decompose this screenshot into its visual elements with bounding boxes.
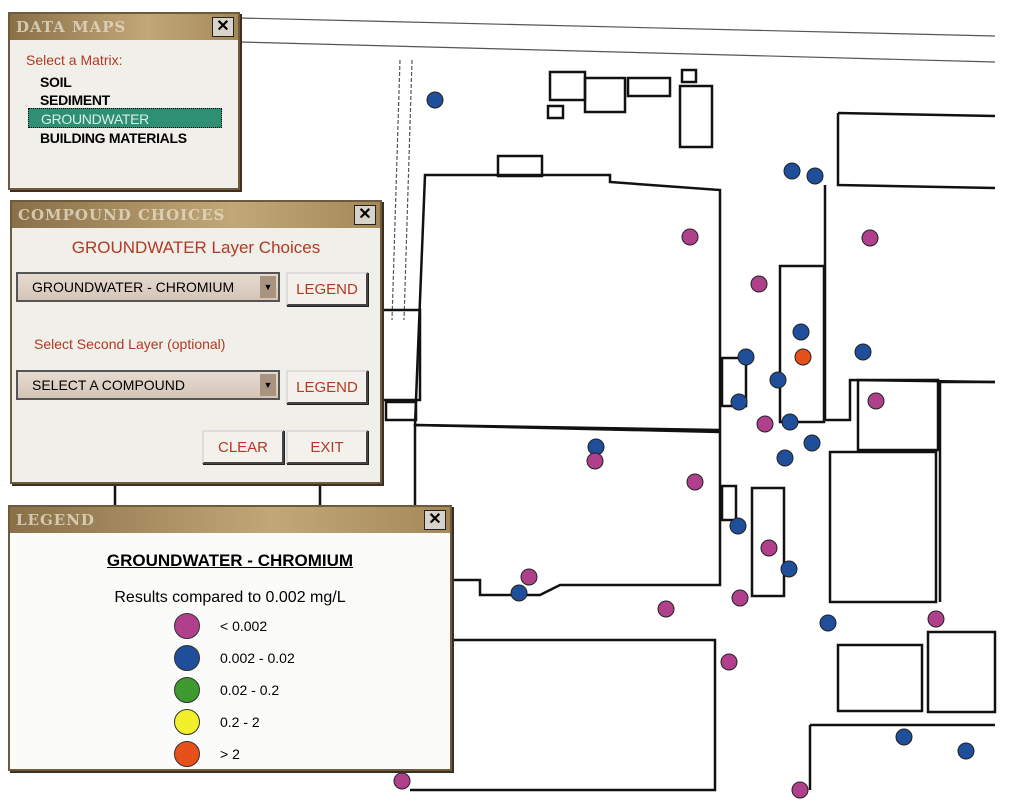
sample-point[interactable] xyxy=(731,589,749,607)
second-legend-button[interactable]: LEGEND xyxy=(286,370,368,404)
legend-window: LEGEND ✕ GROUNDWATER - CHROMIUM Results … xyxy=(8,505,452,771)
matrix-item-groundwater[interactable]: GROUNDWATER xyxy=(28,108,222,128)
window-title: LEGEND xyxy=(16,511,95,529)
selected-value: GROUNDWATER - CHROMIUM xyxy=(32,279,235,295)
selected-value: SELECT A COMPOUND xyxy=(32,377,186,393)
title-bar: LEGEND ✕ xyxy=(10,507,450,533)
sample-point[interactable] xyxy=(686,473,704,491)
sample-point[interactable] xyxy=(861,229,879,247)
sample-point[interactable] xyxy=(393,772,411,790)
sample-point[interactable] xyxy=(586,452,604,470)
roads xyxy=(239,17,996,321)
sample-point[interactable] xyxy=(783,162,801,180)
sample-point[interactable] xyxy=(794,348,812,366)
sample-point[interactable] xyxy=(657,600,675,618)
window-title: DATA MAPS xyxy=(16,18,127,36)
sample-point[interactable] xyxy=(867,392,885,410)
chevron-down-icon[interactable]: ▼ xyxy=(260,374,276,396)
layer-heading: GROUNDWATER Layer Choices xyxy=(71,238,321,257)
chevron-down-icon[interactable]: ▼ xyxy=(260,276,276,298)
first-layer-select[interactable]: GROUNDWATER - CHROMIUM ▼ xyxy=(16,272,280,302)
close-icon[interactable]: ✕ xyxy=(212,17,234,37)
legend-symbol-icon xyxy=(174,677,200,703)
matrix-item-soil[interactable]: SOIL xyxy=(40,74,72,90)
second-layer-select[interactable]: SELECT A COMPOUND ▼ xyxy=(16,370,280,400)
exit-button[interactable]: EXIT xyxy=(286,430,368,464)
sample-point[interactable] xyxy=(819,614,837,632)
title-bar: COMPOUND CHOICES ✕ xyxy=(12,202,380,228)
sample-points xyxy=(393,91,975,799)
sample-point[interactable] xyxy=(730,393,748,411)
matrix-prompt: Select a Matrix: xyxy=(26,52,123,68)
sample-point[interactable] xyxy=(720,653,738,671)
matrix-item-sediment[interactable]: SEDIMENT xyxy=(40,92,110,108)
legend-class: 0.02 - 0.2 xyxy=(174,677,279,703)
sample-point[interactable] xyxy=(520,568,538,586)
close-icon[interactable]: ✕ xyxy=(424,510,446,530)
legend-symbol-icon xyxy=(174,645,200,671)
legend-class: 0.2 - 2 xyxy=(174,709,260,735)
legend-label: 0.02 - 0.2 xyxy=(220,682,280,698)
sample-point[interactable] xyxy=(681,228,699,246)
title-bar: DATA MAPS ✕ xyxy=(10,14,238,40)
sample-point[interactable] xyxy=(750,275,768,293)
sample-point[interactable] xyxy=(927,610,945,628)
legend-label: < 0.002 xyxy=(220,618,268,634)
legend-label: 0.2 - 2 xyxy=(220,714,260,730)
sample-point[interactable] xyxy=(792,323,810,341)
sample-point[interactable] xyxy=(756,415,774,433)
sample-point[interactable] xyxy=(806,167,824,185)
legend-symbol-icon xyxy=(174,709,200,735)
sample-point[interactable] xyxy=(791,781,809,799)
data-maps-window: DATA MAPS ✕ Select a Matrix: SOIL SEDIME… xyxy=(8,12,240,190)
sample-point[interactable] xyxy=(760,539,778,557)
sample-point[interactable] xyxy=(854,343,872,361)
sample-point[interactable] xyxy=(803,434,821,452)
second-layer-prompt: Select Second Layer (optional) xyxy=(34,336,226,352)
sample-point[interactable] xyxy=(769,371,787,389)
legend-class: < 0.002 xyxy=(174,613,267,639)
legend-subtitle: Results compared to 0.002 mg/L xyxy=(114,589,346,606)
buildings xyxy=(113,68,997,792)
matrix-item-building-materials[interactable]: BUILDING MATERIALS xyxy=(40,130,187,146)
legend-class: > 2 xyxy=(174,741,240,767)
sample-point[interactable] xyxy=(737,348,755,366)
sample-point[interactable] xyxy=(729,517,747,535)
legend-label: 0.002 - 0.02 xyxy=(220,650,295,666)
legend-label: > 2 xyxy=(220,746,240,762)
sample-point[interactable] xyxy=(895,728,913,746)
legend-symbol-icon xyxy=(174,613,200,639)
sample-point[interactable] xyxy=(957,742,975,760)
legend-heading: GROUNDWATER - CHROMIUM xyxy=(106,551,354,570)
legend-symbol-icon xyxy=(174,741,200,767)
compound-choices-window: COMPOUND CHOICES ✕ GROUNDWATER Layer Cho… xyxy=(10,200,382,484)
sample-point[interactable] xyxy=(780,560,798,578)
legend-class: 0.002 - 0.02 xyxy=(174,645,295,671)
sample-point[interactable] xyxy=(776,449,794,467)
sample-point[interactable] xyxy=(510,584,528,602)
sample-point[interactable] xyxy=(426,91,444,109)
sample-point[interactable] xyxy=(781,413,799,431)
window-title: COMPOUND CHOICES xyxy=(18,206,226,224)
clear-button[interactable]: CLEAR xyxy=(202,430,284,464)
close-icon[interactable]: ✕ xyxy=(354,205,376,225)
legend-button[interactable]: LEGEND xyxy=(286,272,368,306)
